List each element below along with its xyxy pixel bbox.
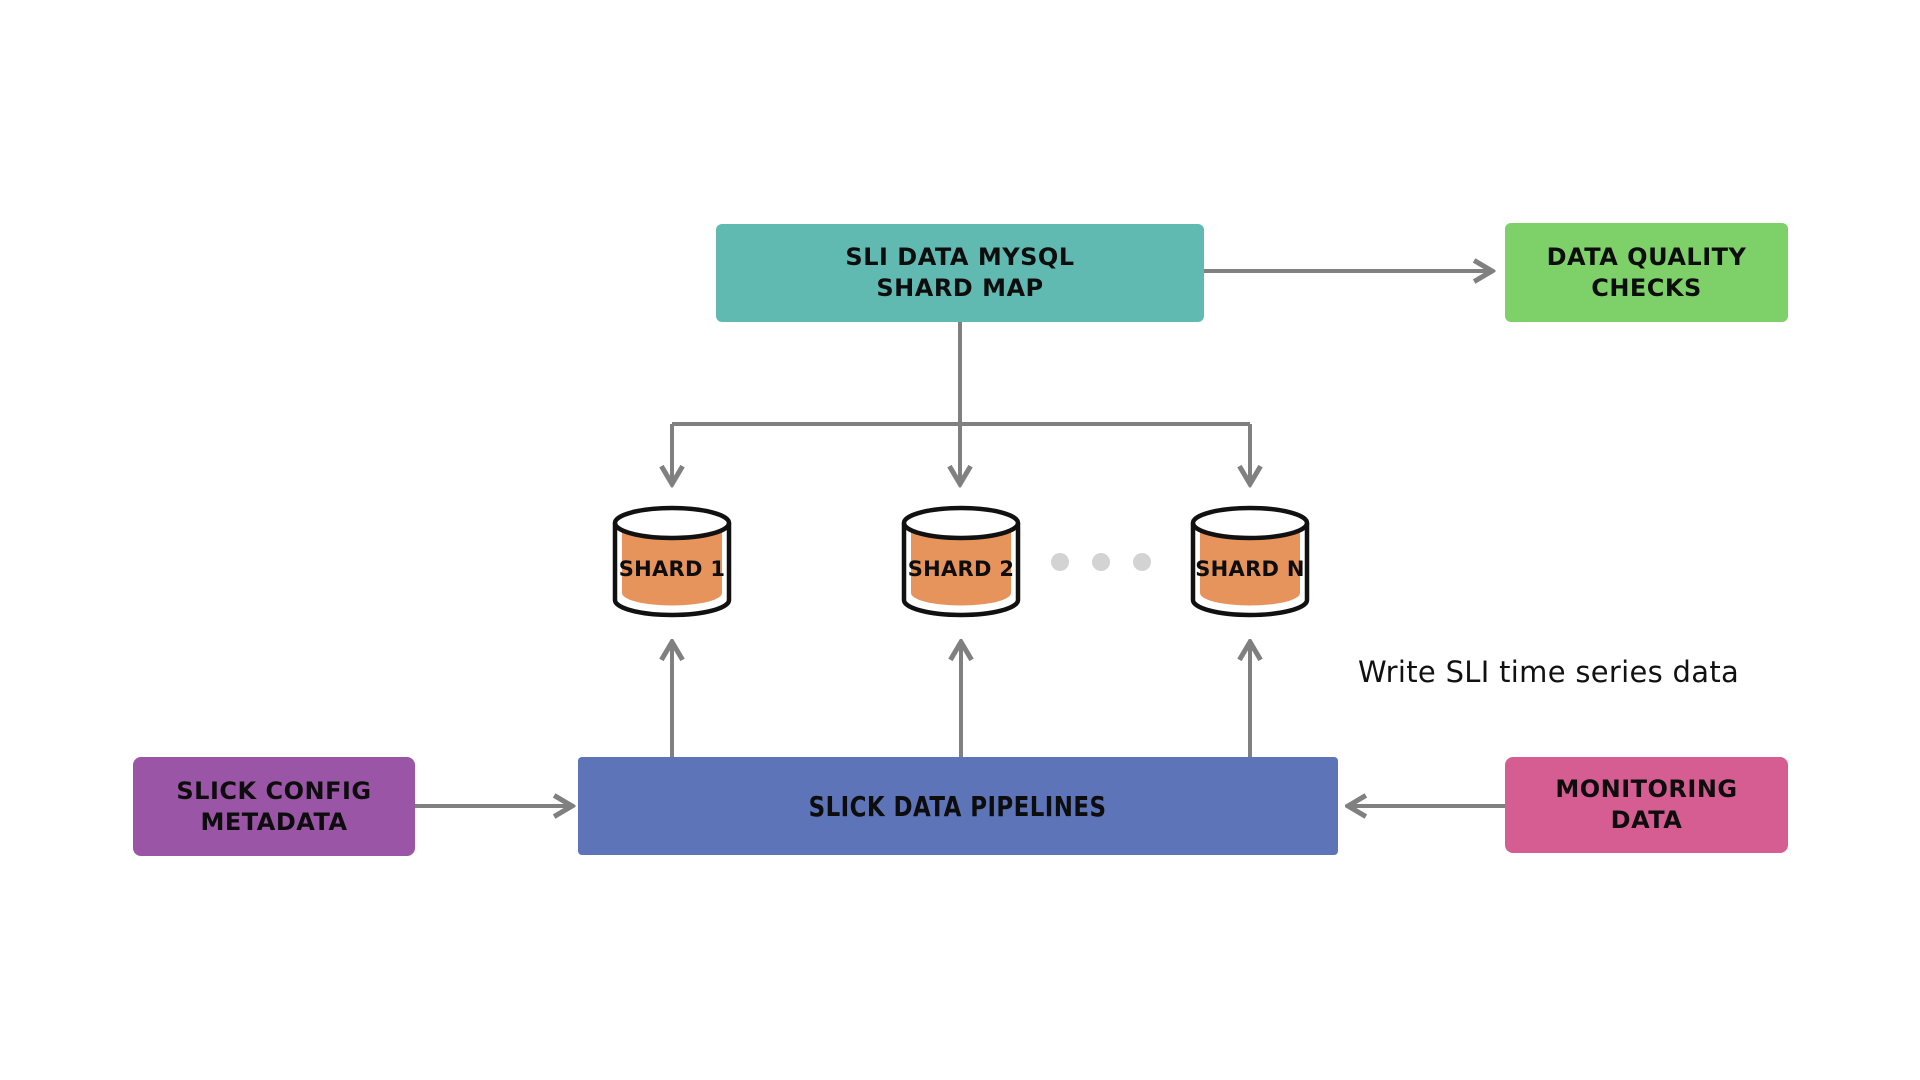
data-quality-label-line1: DATA QUALITY [1546, 242, 1747, 271]
slick-config-metadata-node: SLICK CONFIG METADATA [133, 757, 415, 856]
shard-map-label-line1: SLI DATA MYSQL [845, 243, 1075, 271]
shard-n-node: SHARD N [1188, 504, 1312, 622]
shard-1-node: SHARD 1 [610, 504, 734, 622]
ellipsis-dot [1051, 553, 1069, 571]
monitoring-data-node: MONITORING DATA [1505, 757, 1788, 853]
shard-2-label: SHARD 2 [907, 557, 1015, 581]
ellipsis-dot [1133, 553, 1151, 571]
ellipsis-dot [1092, 553, 1110, 571]
shard-map-node: SLI DATA MYSQL SHARD MAP [716, 224, 1204, 322]
slick-config-label-line2: METADATA [200, 807, 348, 836]
database-cylinder-icon [901, 505, 1021, 618]
slick-data-pipelines-node: SLICK DATA PIPELINES [578, 757, 1338, 855]
data-quality-checks-node: DATA QUALITY CHECKS [1505, 223, 1788, 322]
data-quality-label-line2: CHECKS [1591, 273, 1702, 302]
database-cylinder-icon [1190, 505, 1310, 618]
database-cylinder-icon [612, 505, 732, 618]
shard-2-node: SHARD 2 [899, 504, 1023, 622]
write-sli-annotation: Write SLI time series data [1358, 655, 1740, 689]
ellipsis-dots-icon [1051, 553, 1151, 571]
slick-config-label-line1: SLICK CONFIG [176, 776, 372, 805]
monitoring-label-line1: MONITORING [1555, 775, 1738, 803]
slick-data-pipelines-label: SLICK DATA PIPELINES [809, 789, 1107, 823]
shard-map-label-line2: SHARD MAP [876, 274, 1044, 302]
shard-n-label: SHARD N [1195, 557, 1305, 581]
monitoring-label-line2: DATA [1610, 806, 1683, 834]
shard-1-label: SHARD 1 [618, 557, 726, 581]
